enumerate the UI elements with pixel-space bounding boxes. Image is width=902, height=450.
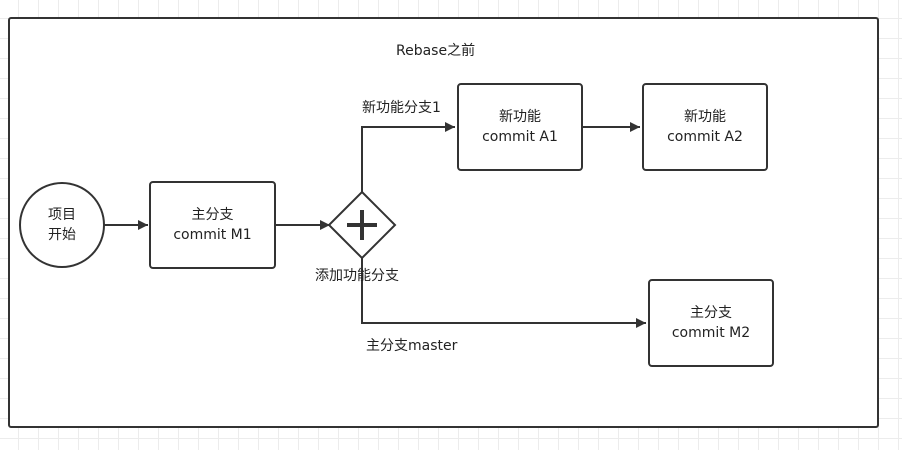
commit-a2-node: 新功能 commit A2 xyxy=(642,83,768,171)
commit-a2-line1: 新功能 xyxy=(684,109,726,125)
feature-branch-label: 新功能分支1 xyxy=(362,100,441,116)
commit-m2-line2: commit M2 xyxy=(671,325,751,341)
gateway-label: 添加功能分支 xyxy=(315,268,399,284)
start-node-line2: 开始 xyxy=(48,227,76,243)
commit-m1-line2: commit M1 xyxy=(173,227,252,243)
diagram-title: Rebase之前 xyxy=(396,43,476,59)
gateway-node xyxy=(327,190,397,260)
start-node: 项目 开始 xyxy=(19,182,105,268)
commit-a1-node: 新功能 commit A1 xyxy=(457,83,583,171)
commit-a1-line2: commit A1 xyxy=(482,129,558,145)
commit-m2-line1: 主分支 xyxy=(690,305,732,321)
edge-gateway-to-a1 xyxy=(361,122,455,192)
master-branch-label: 主分支master xyxy=(366,338,458,354)
commit-a1-line1: 新功能 xyxy=(499,109,541,125)
edge-gateway-to-m2 xyxy=(361,258,646,328)
commit-a2-line2: commit A2 xyxy=(667,129,743,145)
commit-m1-node: 主分支 commit M1 xyxy=(149,181,276,269)
plus-icon xyxy=(347,210,377,240)
start-node-line1: 项目 xyxy=(48,207,76,223)
commit-m1-line1: 主分支 xyxy=(191,207,234,223)
commit-m2-node: 主分支 commit M2 xyxy=(648,279,774,367)
